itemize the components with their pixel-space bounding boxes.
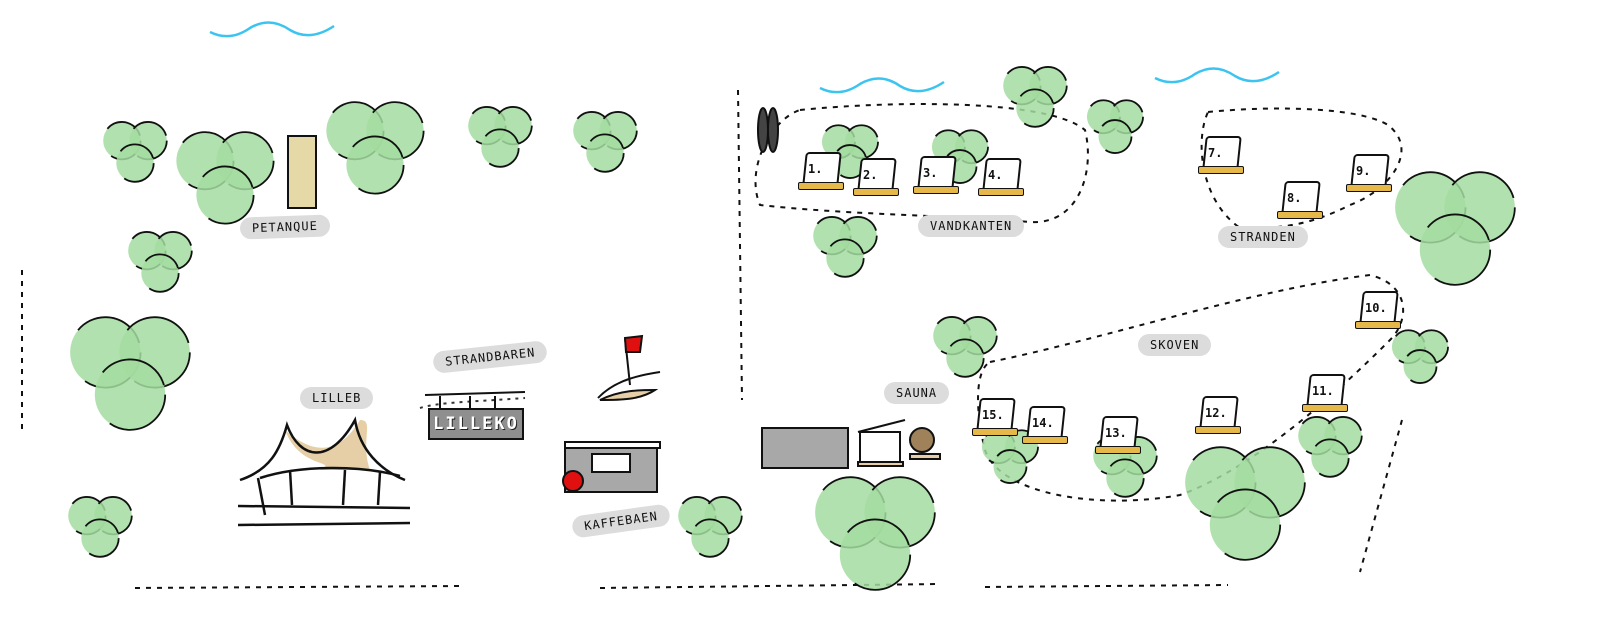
tree-cluster (1002, 66, 1068, 128)
tent-number: 14. (1032, 416, 1054, 430)
strandbaren-building (419, 391, 526, 410)
tree-cluster (814, 476, 936, 591)
tent-11[interactable]: 13. (1095, 410, 1141, 460)
tree-cluster (572, 111, 638, 173)
tent-13[interactable]: 15. (972, 392, 1018, 442)
boundary-bottom-1 (134, 585, 463, 589)
tent-6[interactable]: 8. (1277, 175, 1323, 225)
tent-number: 1. (808, 162, 823, 176)
sauna-buildings (761, 419, 941, 469)
water-waves (819, 77, 945, 94)
tent-number: 7. (1208, 146, 1223, 160)
water-waves (209, 21, 335, 38)
label-petanque: PETANQUE (239, 214, 331, 240)
tree-cluster (812, 216, 878, 278)
tent-10[interactable]: 12. (1195, 390, 1241, 440)
tent-1[interactable]: 1. (798, 146, 844, 196)
tree-cluster (1391, 329, 1449, 384)
tree-cluster (1184, 446, 1306, 561)
label-skoven: SKOVEN (1138, 334, 1212, 356)
tent-number: 15. (982, 408, 1004, 422)
tree-cluster (821, 124, 879, 179)
tent-number: 3. (923, 166, 938, 180)
tent-number: 12. (1205, 406, 1227, 420)
kaffebaen-building (562, 441, 661, 493)
tent-platform (972, 428, 1018, 436)
tree-cluster (325, 101, 425, 195)
tent-platform (1095, 446, 1141, 454)
tent-number: 11. (1312, 384, 1334, 398)
skoven-area (977, 273, 1404, 502)
tent-platform (978, 188, 1024, 196)
tent-2[interactable]: 2. (853, 152, 899, 202)
tent-3[interactable]: 3. (913, 150, 959, 200)
tree-cluster (67, 496, 133, 558)
water-waves (1154, 67, 1280, 84)
kayak-icon (757, 107, 779, 153)
tent-platform (1195, 426, 1241, 434)
tree-cluster (102, 121, 168, 183)
petanque-court (287, 135, 317, 209)
label-sauna: SAUNA (884, 382, 950, 404)
boundary-bottom-2 (599, 583, 941, 589)
tent-platform (1022, 436, 1068, 444)
tent-number: 13. (1105, 426, 1127, 440)
tent-number: 4. (988, 168, 1003, 182)
tent-9[interactable]: 11. (1302, 368, 1348, 418)
tent-5[interactable]: 7. (1198, 130, 1244, 180)
tent-number: 8. (1287, 191, 1302, 205)
tent-platform (1198, 166, 1244, 174)
tent-number: 9. (1356, 164, 1371, 178)
flag-island (597, 334, 661, 401)
tree-cluster (1086, 99, 1144, 154)
tree-cluster (932, 316, 998, 378)
label-lilleb: LILLEB (300, 387, 374, 409)
tent-8[interactable]: 10. (1355, 285, 1401, 335)
boundary-right (1359, 419, 1403, 573)
label-vandkanten: VANDKANTEN (918, 215, 1025, 237)
tent-platform (798, 182, 844, 190)
tent-number: 2. (863, 168, 878, 182)
tree-cluster (175, 131, 275, 225)
tree-cluster (69, 316, 191, 431)
tree-cluster (1297, 416, 1363, 478)
tent-4[interactable]: 4. (978, 152, 1024, 202)
tree-cluster (467, 106, 533, 168)
tree-cluster (127, 231, 193, 293)
tent-platform (913, 186, 959, 194)
tent-number: 10. (1365, 301, 1387, 315)
tent-platform (853, 188, 899, 196)
tent-platform (1355, 321, 1401, 329)
boundary-middle (737, 89, 743, 401)
vandkanten-area (754, 103, 1089, 224)
tent-platform (1277, 211, 1323, 219)
tent-12[interactable]: 14. (1022, 400, 1068, 450)
label-stranden: STRANDEN (1218, 226, 1308, 248)
tent-platform (1346, 184, 1392, 192)
lilleko-sign: LILLEKO (428, 408, 524, 440)
tent-7[interactable]: 9. (1346, 148, 1392, 198)
tree-cluster (677, 496, 743, 558)
tent-platform (1302, 404, 1348, 412)
tree-cluster (1394, 171, 1516, 286)
boundary-bottom-3 (984, 584, 1229, 588)
lilleb-tent (237, 416, 411, 527)
